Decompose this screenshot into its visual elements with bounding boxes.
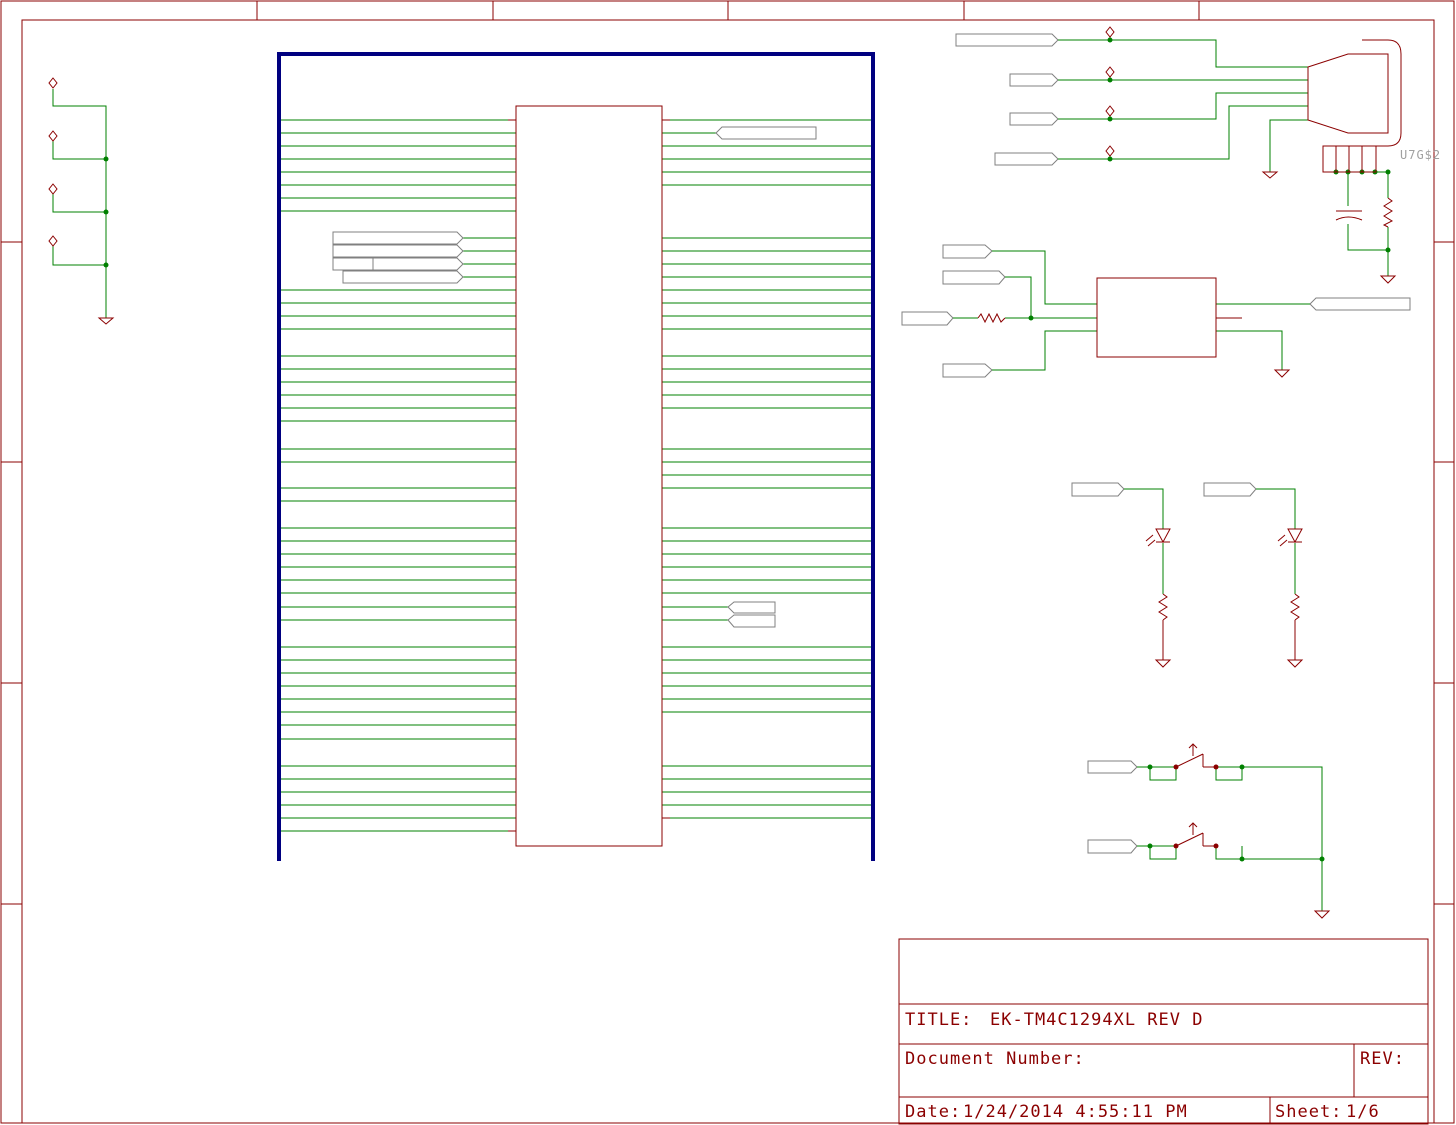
ground-icon	[1273, 369, 1291, 378]
date-value: 1/24/2014 4:55:11 PM	[963, 1102, 1188, 1122]
pushbutton-section	[1087, 743, 1331, 919]
mcu-ic-body	[515, 105, 663, 847]
resistor-icon	[1382, 197, 1394, 228]
ground-icon	[1313, 910, 1331, 919]
title-label: TITLE:	[905, 1010, 972, 1030]
resistor-icon	[1158, 593, 1168, 621]
power-supply-group	[48, 77, 115, 325]
bus-lines	[277, 52, 875, 861]
switch-icon	[1175, 743, 1216, 768]
date-label: Date:	[905, 1102, 961, 1122]
title-block: TITLE: EK-TM4C1294XL REV D Document Numb…	[898, 938, 1429, 1125]
mcu-section	[277, 52, 875, 861]
led-section	[1071, 482, 1304, 668]
resistor-icon	[977, 312, 1006, 324]
ground-icon	[97, 317, 115, 325]
sheet-value: 1/6	[1346, 1102, 1380, 1122]
led-icon	[1277, 528, 1303, 547]
usb-connector-section: U7G$2	[955, 26, 1441, 284]
ground-icon	[1154, 659, 1172, 668]
rev-label: REV:	[1360, 1049, 1405, 1069]
mcu-net-labels	[332, 126, 817, 628]
usb-connector-icon	[1307, 53, 1389, 134]
resistor-icon	[1290, 593, 1300, 621]
ground-icon	[1261, 171, 1279, 179]
title-value: EK-TM4C1294XL REV D	[990, 1010, 1203, 1030]
buffer-ic-body	[1096, 277, 1217, 358]
mcu-wires	[279, 119, 873, 832]
document-number-label: Document Number:	[905, 1049, 1085, 1069]
ground-icon	[1286, 659, 1304, 668]
switch-icon	[1175, 822, 1216, 847]
ground-icon	[1379, 275, 1397, 284]
sheet-label: Sheet:	[1275, 1102, 1342, 1122]
led-icon	[1145, 528, 1171, 547]
usb-gate-label: U7G$2	[1400, 148, 1441, 162]
buffer-ic-section	[901, 244, 1411, 378]
